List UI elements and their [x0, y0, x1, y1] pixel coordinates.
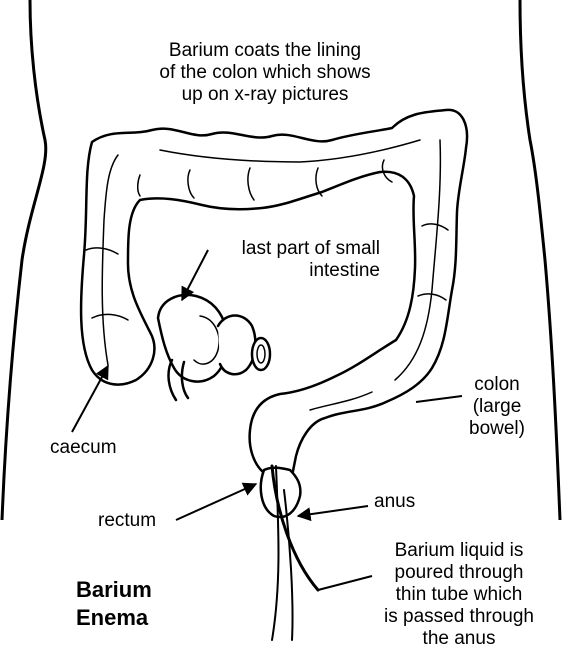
- pointer-barium-liquid: [318, 576, 372, 590]
- barium-coats-line: up on x-ray pictures: [140, 84, 390, 106]
- barium-liquid-line: the anus: [366, 628, 552, 650]
- colon-label: colon (large bowel): [456, 374, 538, 440]
- title-line: Enema: [76, 604, 152, 632]
- barium-liquid-line: is passed through: [366, 606, 552, 628]
- large-bowel: [81, 110, 467, 486]
- barium-liquid-line: Barium liquid is: [366, 540, 552, 562]
- title-line: Barium: [76, 576, 152, 604]
- body-outline-right: [520, 0, 560, 520]
- barium-coats-line: Barium coats the lining: [140, 40, 390, 62]
- rectum-label: rectum: [98, 510, 156, 532]
- pointer-caecum: [72, 366, 108, 432]
- pointer-anus: [298, 506, 368, 516]
- colon-line: bowel): [456, 418, 538, 440]
- barium-coats-line: of the colon which shows: [140, 62, 390, 84]
- colon-line: (large: [456, 396, 538, 418]
- small-intestine-line: intestine: [196, 260, 380, 282]
- caecum-label: caecum: [50, 437, 117, 459]
- pointer-rectum: [176, 484, 256, 520]
- barium-liquid-line: thin tube which: [366, 584, 552, 606]
- barium-liquid-line: poured through: [366, 562, 552, 584]
- barium-coats-label: Barium coats the lining of the colon whi…: [140, 40, 390, 106]
- anus-label: anus: [374, 491, 415, 513]
- small-intestine-line: last part of small: [196, 238, 380, 260]
- body-outline-left: [2, 0, 46, 520]
- barium-liquid-label: Barium liquid is poured through thin tub…: [366, 540, 552, 650]
- colon-line: colon: [456, 374, 538, 396]
- title: Barium Enema: [76, 576, 152, 632]
- small-intestine-label: last part of small intestine: [196, 238, 380, 282]
- colon-drawing: [81, 110, 467, 517]
